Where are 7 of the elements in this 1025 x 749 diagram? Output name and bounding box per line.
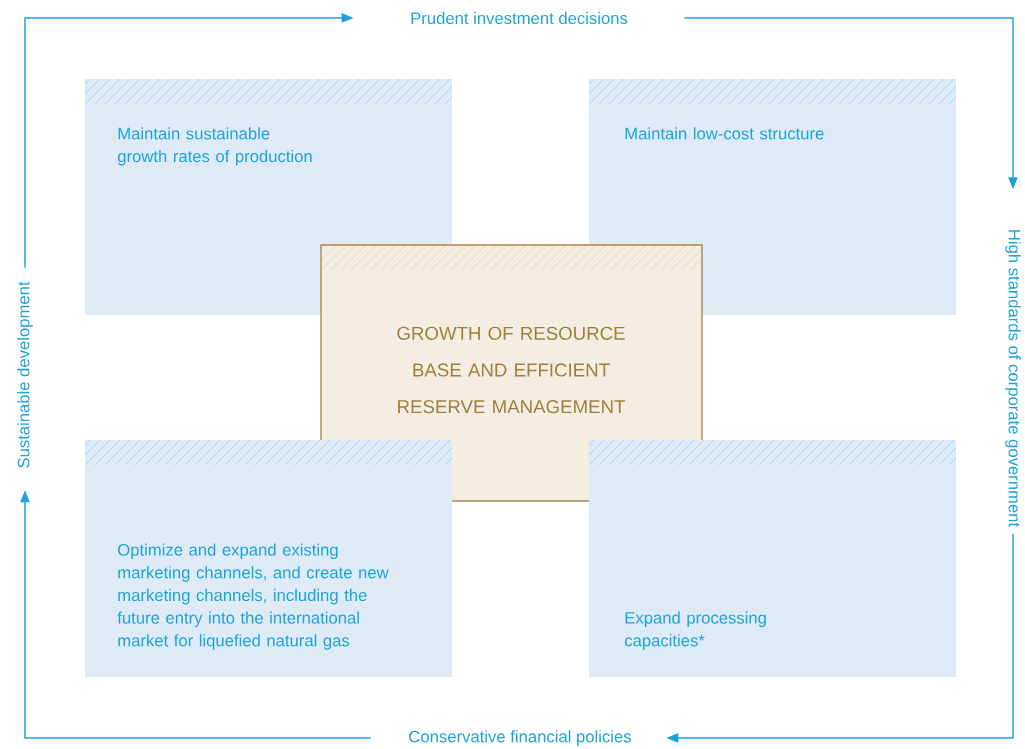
goal-box: Expand processing capacities* <box>589 440 956 677</box>
side-label: High standards of corporate government <box>1005 230 1021 527</box>
goal-box: Maintain low-cost structure <box>589 79 956 315</box>
side-label: Prudent investment decisions <box>411 11 628 25</box>
goal-box: Optimize and expand existing marketing channels, and create new marketing channels, including the future entry into the international market for liquefied natural gas <box>85 440 452 677</box>
side-label: Sustainable development <box>17 281 33 468</box>
side-label: Conservative financial policies <box>409 730 631 746</box>
